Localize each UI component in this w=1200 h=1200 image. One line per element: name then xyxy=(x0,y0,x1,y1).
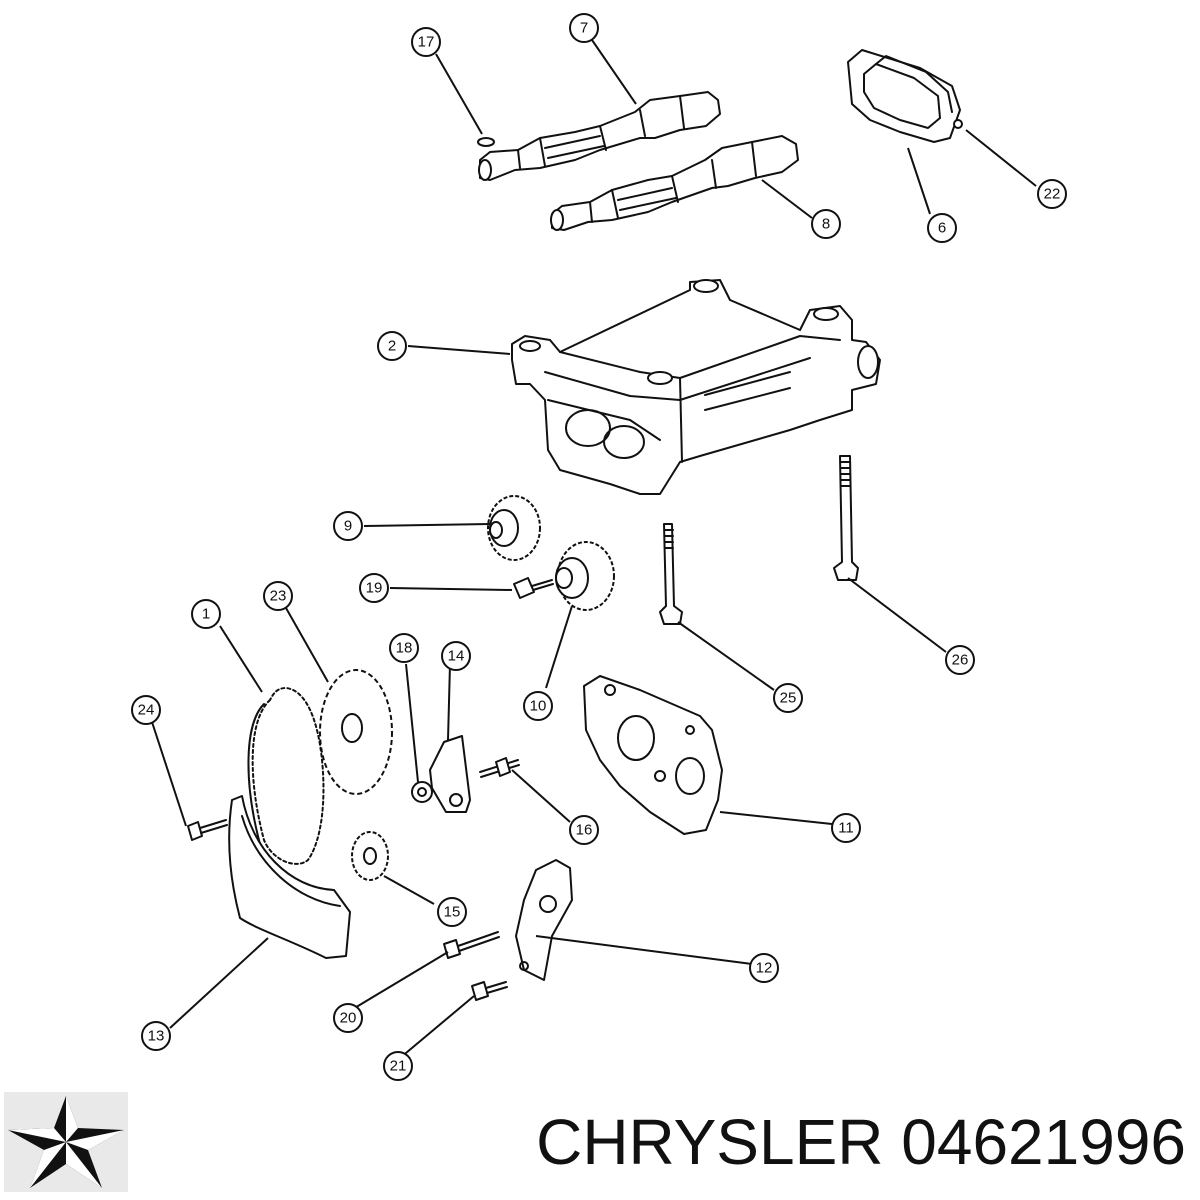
callout-label: 16 xyxy=(576,822,593,839)
nut-18 xyxy=(411,781,433,803)
callout-label: 6 xyxy=(938,220,946,237)
sprocket-23 xyxy=(319,669,393,795)
callout-10: 10 xyxy=(523,691,553,721)
chain-guide-12 xyxy=(515,859,573,981)
callout-25: 25 xyxy=(773,683,803,713)
bolt-20 xyxy=(443,931,500,959)
callout-14: 14 xyxy=(441,641,471,671)
callout-7: 7 xyxy=(569,13,599,43)
callout-label: 23 xyxy=(270,588,287,605)
oil-pump-cover xyxy=(583,675,723,835)
callout-label: 7 xyxy=(580,20,588,37)
balance-shaft-upper xyxy=(477,91,721,181)
callout-label: 24 xyxy=(138,702,155,719)
callout-20: 20 xyxy=(333,1003,363,1033)
callout-label: 18 xyxy=(396,640,413,657)
callout-23: 23 xyxy=(263,581,293,611)
callout-label: 14 xyxy=(448,648,465,665)
callout-label: 15 xyxy=(444,904,461,921)
callout-label: 26 xyxy=(952,652,969,669)
callout-22: 22 xyxy=(1037,179,1067,209)
callout-label: 22 xyxy=(1044,186,1061,203)
callout-label: 11 xyxy=(838,820,854,837)
callout-label: 9 xyxy=(344,518,352,535)
crank-sprocket xyxy=(351,831,389,881)
bolt-19 xyxy=(513,577,554,599)
driven-gear xyxy=(555,541,615,611)
shaft-key xyxy=(477,137,495,147)
leader-lines xyxy=(151,39,1037,1059)
gasket-cover xyxy=(847,49,963,143)
callout-label: 10 xyxy=(530,698,547,715)
parts-artwork xyxy=(187,49,963,1001)
callout-9: 9 xyxy=(333,511,363,541)
pentastar-icon xyxy=(4,1092,128,1192)
callout-label: 19 xyxy=(366,580,383,597)
callout-label: 17 xyxy=(418,34,435,51)
callout-2: 2 xyxy=(377,331,407,361)
callout-19: 19 xyxy=(359,573,389,603)
balance-shaft-lower xyxy=(550,135,799,231)
callout-label: 13 xyxy=(148,1028,165,1045)
callout-6: 6 xyxy=(927,213,957,243)
callout-17: 17 xyxy=(411,27,441,57)
callout-label: 2 xyxy=(388,338,396,355)
balance-shaft-housing xyxy=(511,279,881,495)
callout-21: 21 xyxy=(383,1051,413,1081)
callout-label: 25 xyxy=(780,690,797,707)
callout-18: 18 xyxy=(389,633,419,663)
bolt-21 xyxy=(471,981,508,1001)
bolt-24 xyxy=(187,819,228,841)
chain-guide-13 xyxy=(228,795,351,959)
callouts: 17 7 22 8 6 2 9 19 xyxy=(131,13,1067,1081)
callout-label: 12 xyxy=(756,960,773,977)
callout-label: 20 xyxy=(340,1010,357,1027)
long-bolt-26 xyxy=(833,455,859,581)
tensioner-arm xyxy=(429,735,471,813)
callout-16: 16 xyxy=(569,815,599,845)
idler-gear xyxy=(487,495,541,561)
callout-label: 21 xyxy=(390,1058,407,1075)
callout-11: 11 xyxy=(831,813,861,843)
callout-label: 8 xyxy=(822,216,830,233)
callout-8: 8 xyxy=(811,209,841,239)
callout-13: 13 xyxy=(141,1021,171,1051)
callout-24: 24 xyxy=(131,695,161,725)
callout-label: 1 xyxy=(202,606,210,623)
callout-15: 15 xyxy=(437,897,467,927)
callout-12: 12 xyxy=(749,953,779,983)
part-number-caption: CHRYSLER 04621996 xyxy=(536,1106,1186,1178)
stud-16 xyxy=(479,757,520,778)
callout-26: 26 xyxy=(945,645,975,675)
long-bolt-25 xyxy=(659,523,683,625)
callout-1: 1 xyxy=(191,599,221,629)
timing-chain xyxy=(247,687,325,865)
